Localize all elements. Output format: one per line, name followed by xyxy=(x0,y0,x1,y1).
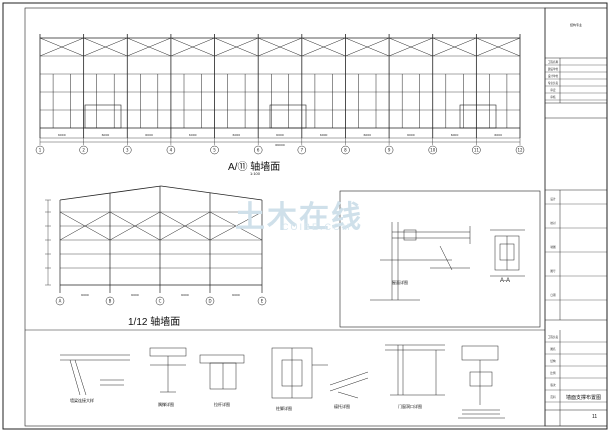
grid-bubble xyxy=(428,145,437,155)
dimension: 6000 xyxy=(233,133,241,137)
title-block-label: 日期 xyxy=(550,293,556,297)
grid-letter: A xyxy=(59,299,62,304)
title-block-label: 校对 xyxy=(550,221,556,225)
grid-number: 8 xyxy=(344,148,347,153)
grid-number: 9 xyxy=(388,148,391,153)
dimension: 6000 xyxy=(407,133,415,137)
grid-number: 2 xyxy=(82,148,85,153)
title-block xyxy=(544,7,608,427)
watermark-logo: 土木在线 xyxy=(235,201,363,234)
grid-bubble xyxy=(253,145,263,155)
grid-bubble xyxy=(210,145,219,155)
dimension: 6000 xyxy=(58,133,66,137)
title-block-label: 专业负责 xyxy=(548,81,559,85)
title-block-label: 审定 xyxy=(550,88,556,92)
dimension: 6000 xyxy=(102,133,110,137)
grid-bubble xyxy=(35,145,45,155)
dimension: 6000 xyxy=(320,133,328,137)
title-block-label: 页码 xyxy=(550,395,556,399)
title-block-label: 设计 xyxy=(550,197,556,201)
grid-number: 10 xyxy=(430,148,436,153)
title-block-label: 工程名称 xyxy=(548,60,559,64)
dimension: 6000 xyxy=(363,133,371,137)
dimension: 6000 xyxy=(232,293,240,297)
title-block-rows xyxy=(545,64,607,403)
grid-bubble xyxy=(166,145,176,155)
grid-bubble xyxy=(257,296,267,306)
detail-caption: 隅撑详图 xyxy=(158,402,174,407)
section-detail xyxy=(339,190,541,328)
dimension: 6000 xyxy=(189,133,197,137)
elevation-a-scale: 1:100 xyxy=(250,171,261,176)
title-block-label: 比例 xyxy=(550,371,556,375)
grid-number: 1 xyxy=(39,148,42,153)
grid-letter: B xyxy=(109,299,112,304)
grid-number: 6 xyxy=(257,148,260,153)
elevation-gable-title: 1/12 轴墙面 xyxy=(128,317,181,328)
grid-bubble xyxy=(105,296,115,306)
grid-bubble xyxy=(341,145,350,155)
title-block-label: 图名 xyxy=(550,347,556,351)
bottom-details xyxy=(25,329,545,419)
grid-bubble xyxy=(79,145,88,155)
grid-bubble xyxy=(55,296,65,306)
title-block-stamp: 结构专业 xyxy=(570,22,582,27)
dimension-total: 66000 xyxy=(275,143,285,147)
grid-bubble xyxy=(205,296,215,306)
title-block-label: 设计单位 xyxy=(548,74,559,78)
title-block-text: 工程名称建设单位设计单位专业负责审定审核设计校对制图图号日期工程负责图名结构比例… xyxy=(548,22,582,399)
grid-bubble xyxy=(515,145,525,155)
grid-number: 3 xyxy=(126,148,129,153)
door-opening xyxy=(269,104,307,129)
grid-number: 7 xyxy=(301,148,304,153)
title-block-label: 图号 xyxy=(550,269,556,273)
page-number: 11 xyxy=(592,414,598,420)
grid-letter: E xyxy=(261,299,264,304)
watermark-subtitle: COIBE.COM xyxy=(282,222,352,232)
title-block-label: 制图 xyxy=(550,245,556,249)
detail-caption: 墙梁连接大样 xyxy=(70,398,94,403)
dimension: 6000 xyxy=(181,293,189,297)
dimension: 6000 xyxy=(451,133,459,137)
grid-number: 5 xyxy=(213,148,216,153)
title-block-label: 工程负责 xyxy=(548,335,559,339)
door-opening xyxy=(84,104,122,129)
grid-bubble xyxy=(297,145,307,155)
door-opening xyxy=(459,104,497,129)
dimension: 6000 xyxy=(145,133,153,137)
grid-number: 12 xyxy=(517,148,523,153)
elevation-gable: A B C D E 6000 6000 6000 6000 xyxy=(45,185,267,306)
grid-bubble xyxy=(472,145,481,155)
section-detail-label: 屋面详图 xyxy=(392,280,408,285)
detail-caption: 门窗洞口详图 xyxy=(398,404,422,409)
dimension: 6000 xyxy=(494,133,502,137)
detail-caption: 柱脚详图 xyxy=(276,406,292,411)
title-block-label: 结构 xyxy=(550,359,556,363)
dimension: 6000 xyxy=(131,293,139,297)
dimension: 6000 xyxy=(276,133,284,137)
title-block-label: 版次 xyxy=(550,383,556,387)
grid-bubble xyxy=(123,145,132,155)
title-block-label: 建设单位 xyxy=(548,67,559,71)
section-aa-label: A-A xyxy=(500,278,511,284)
title-block-label: 审核 xyxy=(550,95,556,99)
grid-letter: C xyxy=(159,299,162,304)
elevation-a-title: A/⑪ 轴墙面 xyxy=(228,162,281,173)
drawing-name: 墙面支撑布置图 xyxy=(566,395,602,401)
grid-number: 4 xyxy=(170,148,173,153)
grid-letter: D xyxy=(208,299,211,304)
grid-number: 11 xyxy=(474,148,480,153)
grid-bubble xyxy=(155,296,165,306)
dimension: 6000 xyxy=(81,293,89,297)
grid-bubble xyxy=(384,145,394,155)
detail-caption: 檩托详图 xyxy=(334,404,350,409)
detail-caption: 拉杆详图 xyxy=(214,402,230,407)
